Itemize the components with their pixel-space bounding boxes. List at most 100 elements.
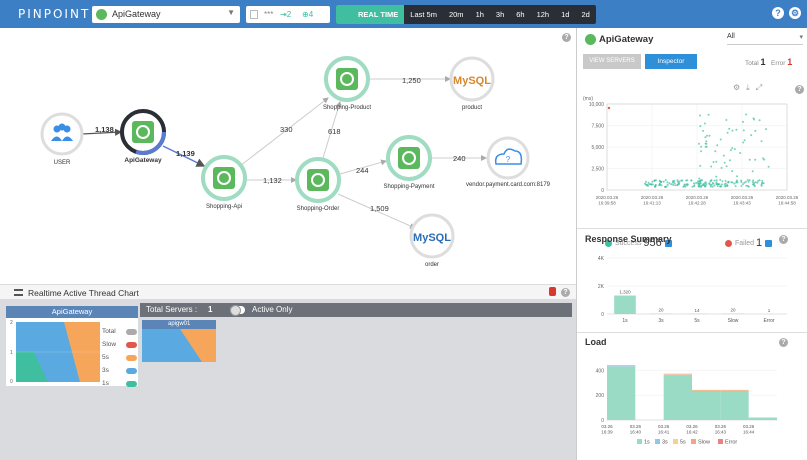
response-x-tick: Error	[763, 318, 774, 324]
server-name: apigw01	[142, 320, 216, 329]
scatter-point	[728, 127, 731, 130]
load-bar-3s[interactable]	[663, 374, 692, 376]
help-icon[interactable]: ?	[795, 85, 804, 94]
load-bar-slow[interactable]	[720, 389, 749, 391]
response-x-tick: Slow	[728, 318, 739, 324]
node-mysql-order[interactable]: MySQL order	[409, 213, 455, 268]
time-2d-button[interactable]: 2d	[581, 10, 590, 19]
load-legend-label[interactable]: 1s	[644, 440, 650, 446]
help-icon[interactable]: ?	[561, 288, 570, 297]
load-bar-3s[interactable]	[692, 390, 721, 392]
time-5m-button[interactable]: Last 5m	[410, 10, 437, 19]
total-servers-label: Total Servers :	[146, 305, 198, 314]
time-3h-button[interactable]: 3h	[495, 10, 505, 19]
pin-icon[interactable]	[549, 287, 556, 296]
fullscreen-icon[interactable]: ⤢	[755, 83, 769, 92]
node-apigateway[interactable]: ApiGateway	[120, 109, 166, 164]
gear-icon[interactable]: ⚙	[733, 83, 747, 92]
legend-1s: 1s	[102, 380, 137, 387]
scatter-point	[677, 181, 680, 184]
scatter-point	[731, 129, 734, 132]
node-shopping-product[interactable]: Shopping-Product	[323, 56, 371, 111]
load-bar-slow[interactable]	[607, 365, 636, 366]
time-6h-button[interactable]: 6h	[516, 10, 525, 19]
load-bar-1s[interactable]	[663, 375, 692, 420]
scatter-point	[703, 185, 706, 188]
load-bar-slow[interactable]	[692, 389, 721, 391]
scatter-point	[716, 185, 719, 187]
edge-shopping-api-product[interactable]	[239, 97, 329, 167]
calendar-icon[interactable]	[336, 5, 352, 24]
scatter-point	[752, 183, 755, 186]
scatter-point	[713, 179, 716, 182]
scatter-point	[704, 142, 707, 145]
scatter-point	[743, 181, 746, 184]
edge-order-mysql[interactable]	[337, 193, 416, 229]
time-20m-button[interactable]: 20m	[448, 10, 464, 19]
scatter-point	[693, 182, 695, 185]
help-icon[interactable]: ?	[779, 235, 788, 244]
server-thread-card[interactable]: apigw01	[142, 320, 216, 362]
time-1h-button[interactable]: 1h	[475, 10, 484, 19]
help-icon[interactable]: ?	[772, 7, 784, 19]
scatter-point	[740, 185, 743, 187]
node-vendor[interactable]: ? vendor.payment.card.com:8179	[466, 136, 551, 188]
edge-label-shop-product: 330	[280, 125, 293, 134]
node-shopping-order[interactable]: Shopping-Order	[295, 157, 341, 212]
success-checkbox[interactable]	[664, 239, 672, 247]
scatter-point	[662, 180, 665, 183]
load-legend-label[interactable]: 5s	[680, 440, 686, 446]
load-bar-3s[interactable]	[720, 390, 749, 392]
agent-select[interactable]: All▾	[727, 33, 803, 45]
node-shopping-api[interactable]: Shopping-Api	[201, 155, 247, 210]
scatter-point	[726, 131, 729, 134]
edge-user-apigateway[interactable]	[81, 128, 123, 136]
node-mysql-product[interactable]: MySQL product	[449, 56, 495, 111]
load-bar-3s[interactable]	[607, 366, 636, 367]
help-icon[interactable]: ?	[779, 338, 788, 347]
failed-checkbox[interactable]	[765, 239, 773, 247]
active-only-toggle[interactable]	[230, 305, 245, 316]
response-data-label: 1,320	[619, 290, 631, 295]
view-servers-button[interactable]: VIEW SERVERS	[583, 54, 641, 69]
node-user[interactable]: USER	[40, 112, 84, 166]
app-thread-card[interactable]: ApiGateway 2 1 0 Total Slow 5s 3s 1s	[6, 306, 138, 387]
edge-order-payment[interactable]	[339, 159, 387, 175]
gear-icon[interactable]: ⚙	[789, 7, 801, 19]
scatter-point	[747, 180, 750, 183]
scatter-y-tick: 5,000	[591, 145, 604, 151]
load-legend-label[interactable]: 3s	[662, 440, 668, 446]
inspector-button[interactable]: Inspector	[645, 54, 697, 69]
scatter-point	[761, 179, 764, 182]
help-icon[interactable]: ?	[562, 33, 571, 42]
load-legend-label[interactable]: Error	[725, 440, 737, 446]
response-bar[interactable]	[614, 295, 636, 314]
node-shopping-payment[interactable]: Shopping-Payment	[383, 135, 435, 190]
scatter-point	[725, 119, 728, 121]
edge-apigateway-shopping-api[interactable]	[162, 145, 206, 167]
server-map[interactable]: ? 1,138 1,139 330 1,132	[0, 28, 576, 284]
scatter-point	[739, 152, 742, 154]
scatter-point	[666, 183, 669, 186]
edge-label-user-api: 1,138	[95, 125, 114, 134]
download-icon[interactable]: ⤓	[746, 83, 756, 92]
application-selector[interactable]: ApiGateway ▼	[92, 6, 240, 23]
load-bar-1s[interactable]	[607, 366, 636, 420]
response-filter[interactable]: *** ⇥2 ⊕4	[246, 6, 330, 23]
load-bar-slow[interactable]	[663, 373, 692, 375]
response-x-tick: 5s	[694, 318, 700, 324]
load-bar-1s[interactable]	[692, 391, 721, 420]
pinpoint-logo[interactable]: PINPOINT	[18, 7, 91, 21]
load-bar-1s[interactable]	[748, 417, 777, 420]
load-legend-label[interactable]: Slow	[698, 440, 710, 446]
scatter-point	[754, 181, 757, 184]
edge-order-product[interactable]	[322, 101, 342, 159]
time-1d-button[interactable]: 1d	[561, 10, 570, 19]
load-bar-1s[interactable]	[720, 391, 749, 420]
realtime-button[interactable]: REAL TIME	[352, 5, 405, 24]
edges	[81, 76, 487, 229]
time-12h-button[interactable]: 12h	[536, 10, 550, 19]
scatter-point	[650, 183, 653, 186]
